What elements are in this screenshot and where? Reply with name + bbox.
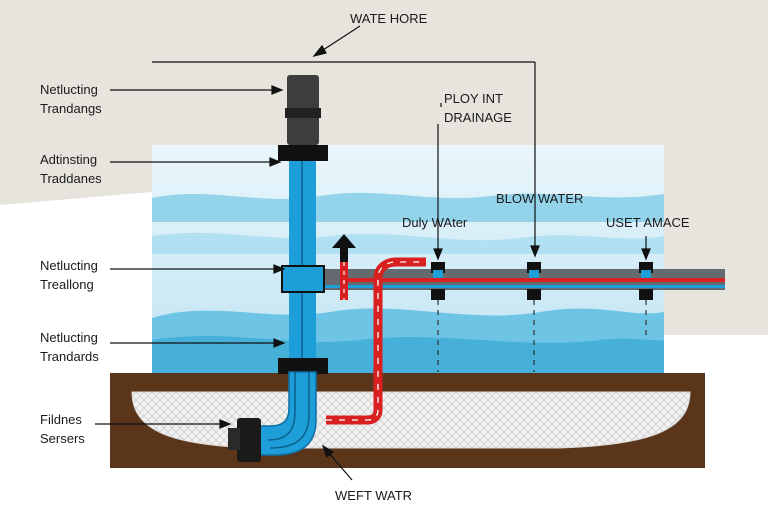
label-netlucting-2-line2: Treallong	[40, 277, 94, 292]
label-wate-hore: WATE HORE	[350, 11, 428, 26]
leader-lines	[95, 25, 651, 481]
pipe-cap-ring	[285, 108, 321, 118]
label-weft-watr: WEFT WATR	[335, 488, 413, 503]
label-netlucting-1-line2: Trandangs	[40, 101, 102, 116]
label-adtinsting: Adtinsting Traddanes	[40, 150, 102, 188]
valve-clamp-3	[639, 262, 653, 300]
label-netlucting-3: Netlucting Trandards	[40, 328, 99, 366]
label-adtinsting-line2: Traddanes	[40, 171, 102, 186]
outlet-cap	[228, 428, 240, 450]
pipe-elbow-stripes	[267, 372, 310, 449]
horizontal-pipe-red-line	[342, 278, 725, 282]
label-netlucting-1: Netlucting Trandangs	[40, 80, 102, 118]
water-wave-4	[152, 336, 664, 373]
gravel-bed	[131, 391, 691, 449]
red-drain-pipe-dashes	[326, 261, 426, 421]
valve-clamp-1	[431, 262, 445, 300]
pipe-collar-bottom	[278, 358, 328, 374]
label-netlucting-3-line1: Netlucting	[40, 330, 98, 345]
label-netlucting-2-line1: Netlucting	[40, 258, 98, 273]
label-fildnes-line1: Fildnes	[40, 412, 82, 427]
horizontal-pipe-blue-line	[325, 285, 725, 288]
label-netlucting-1-line1: Netlucting	[40, 82, 98, 97]
label-netlucting-3-line2: Trandards	[40, 349, 99, 364]
pipe-collar-top	[278, 145, 328, 161]
label-uset-amace: USET AMACE	[606, 215, 690, 230]
label-netlucting-2: Netlucting Treallong	[40, 256, 98, 294]
label-fildnes: Fildnes Sersers	[40, 410, 85, 448]
label-adtinsting-line1: Adtinsting	[40, 152, 98, 167]
label-ploy-int-line1: PLOY INT	[444, 91, 504, 106]
pipe-collar-mid	[281, 265, 325, 293]
outlet-fitting	[237, 418, 261, 462]
label-duly-water: Duly WAter	[402, 215, 468, 230]
label-fildnes-line2: Sersers	[40, 431, 85, 446]
label-ploy-int: PLOY INT DRAINAGE	[444, 89, 512, 127]
valve-clamp-2	[527, 262, 541, 300]
label-blow-water: BLOW WATER	[496, 191, 584, 206]
water-wave-1	[152, 192, 664, 222]
label-ploy-int-line2: DRAINAGE	[444, 110, 512, 125]
pipe-elbow	[254, 371, 317, 456]
flow-up-arrow-icon	[332, 234, 356, 262]
